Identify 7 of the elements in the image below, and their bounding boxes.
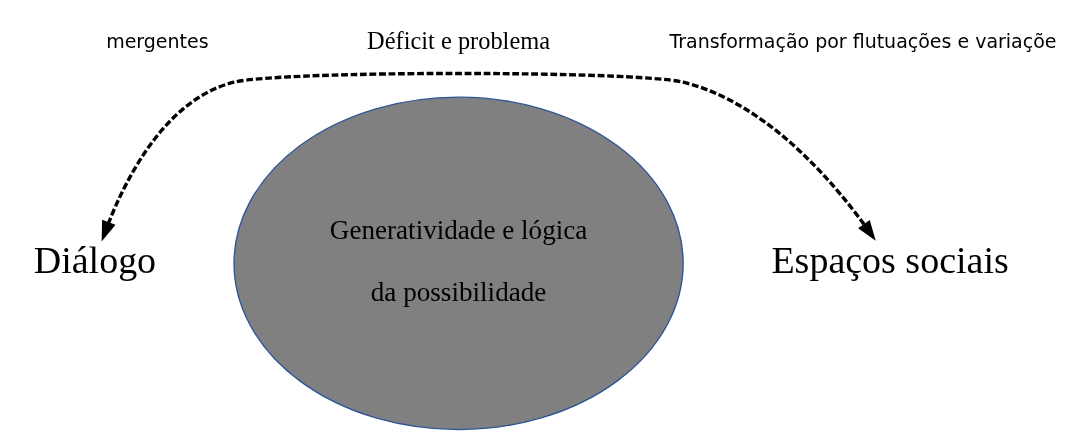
node-text: Espaços sociais bbox=[771, 238, 1009, 281]
label: Transformação por flutuações e variaçõe bbox=[669, 29, 1057, 52]
node-ellipse: Generatividade e lógica da possibilidade bbox=[233, 96, 684, 431]
node-text: Diálogo bbox=[33, 238, 157, 281]
label: Déficit e problema bbox=[367, 26, 551, 54]
arrow bbox=[101, 71, 876, 242]
label: mergentes bbox=[106, 29, 209, 52]
